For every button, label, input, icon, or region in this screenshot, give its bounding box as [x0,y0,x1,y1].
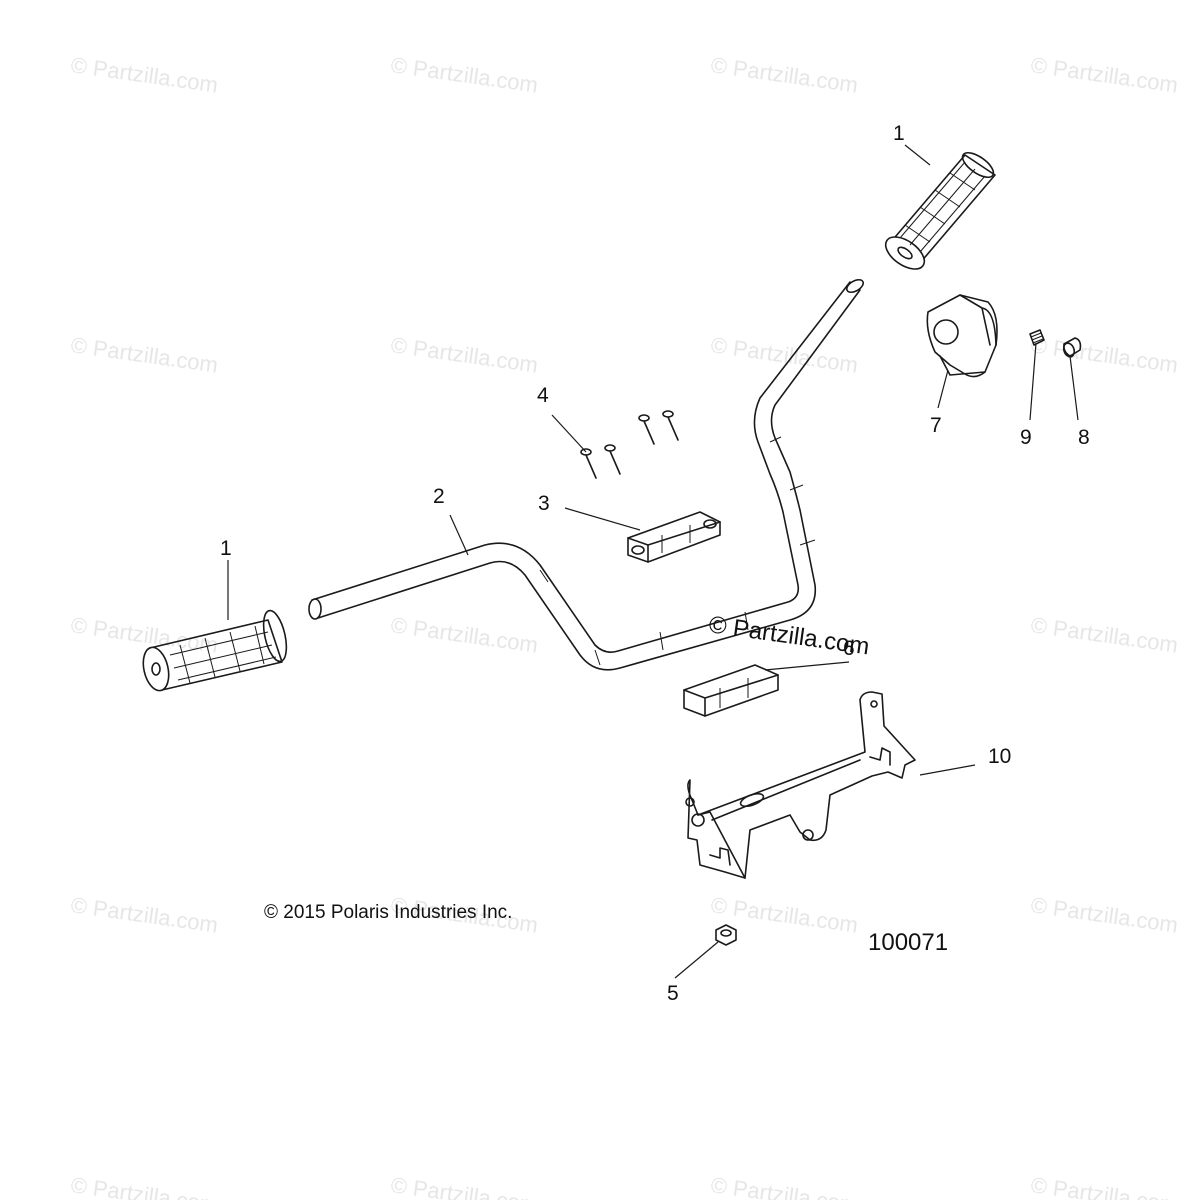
lower-clamp-part[interactable] [683,664,779,717]
callout-grip-right: 1 [893,122,905,145]
watermark: © Partzilla.com [389,332,539,377]
watermark: © Partzilla.com [1029,892,1179,937]
callout-bolts: 4 [537,384,549,407]
watermark-grid: © Partzilla.com © Partzilla.com © Partzi… [69,52,1179,1200]
watermark: © Partzilla.com [1029,1172,1179,1200]
handlebar-part[interactable] [308,277,865,671]
callout-screw: 9 [1020,426,1032,449]
watermark: © Partzilla.com [69,1172,219,1200]
callout-grip-left: 1 [220,537,232,560]
bolts-part[interactable] [580,410,679,479]
watermark: © Partzilla.com [69,52,219,97]
switch-housing-part[interactable] [926,294,998,378]
upper-clamp-part[interactable] [627,511,721,563]
leader-lines [227,144,1079,979]
callout-lower-clamp: 6 [843,637,855,660]
callout-handlebar: 2 [433,485,445,508]
callout-labels: 1 1 2 3 4 6 5 7 9 8 10 [220,122,1090,1005]
watermark: © Partzilla.com [389,52,539,97]
bolt[interactable] [662,410,679,441]
watermark: © Partzilla.com [709,1172,859,1200]
center-watermark: © Partzilla.com [707,611,871,660]
watermark: © Partzilla.com [69,332,219,377]
nut-part[interactable] [715,924,737,946]
watermark: © Partzilla.com [1029,52,1179,97]
left-grip-part[interactable] [139,608,290,693]
watermark: © Partzilla.com [709,52,859,97]
watermark: © Partzilla.com [389,612,539,657]
screw-part[interactable] [1029,329,1045,346]
callout-plug: 8 [1078,426,1090,449]
right-grip-part[interactable] [880,148,997,275]
watermark: © Partzilla.com [1029,332,1179,377]
callout-switch-housing: 7 [930,414,942,437]
callout-bracket: 10 [988,745,1011,768]
watermark: © Partzilla.com [389,1172,539,1200]
bolt[interactable] [580,448,597,479]
copyright-text: © 2015 Polaris Industries Inc. [264,902,512,923]
plug-part[interactable] [1062,337,1082,358]
bracket-part[interactable] [685,691,916,879]
bolt[interactable] [638,414,655,445]
figure-id: 100071 [868,929,948,956]
watermark: © Partzilla.com [709,332,859,377]
watermark: © Partzilla.com [69,612,219,657]
watermark: © Partzilla.com [69,892,219,937]
callout-nut: 5 [667,982,679,1005]
callout-upper-clamp: 3 [538,492,550,515]
watermark: © Partzilla.com [1029,612,1179,657]
bolt[interactable] [604,444,621,475]
